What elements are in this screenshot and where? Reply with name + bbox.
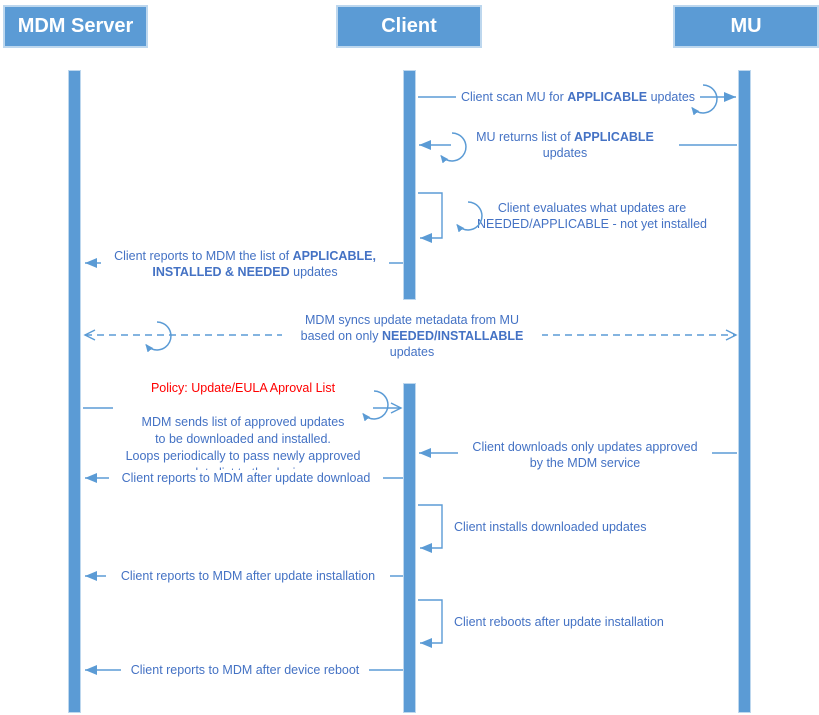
message-label-return-list: MU returns list of APPLICABLE updates xyxy=(451,129,679,161)
message-label-report-download: Client reports to MDM after update downl… xyxy=(109,470,383,486)
message-label-download: Client downloads only updates approved b… xyxy=(458,439,712,471)
actor-box-mu: MU xyxy=(673,5,819,48)
message-label-evaluate: Client evaluates what updates are NEEDED… xyxy=(463,200,721,232)
actor-label-mu: MU xyxy=(730,15,762,37)
message-label-report-list: Client reports to MDM the list of APPLIC… xyxy=(101,248,389,280)
loop-icon-scan xyxy=(692,85,717,113)
loop-icon-sync xyxy=(146,322,171,350)
policy-title-label: Policy: Update/EULA Aproval List xyxy=(150,381,336,395)
message-label-report-install: Client reports to MDM after update insta… xyxy=(106,568,390,584)
message-label-reboot: Client reboots after update installation xyxy=(450,614,668,630)
actor-label-client: Client xyxy=(381,15,437,37)
lifeline-mu xyxy=(738,70,751,713)
actor-box-mdm-server: MDM Server xyxy=(3,5,148,48)
loop-icon-return-list xyxy=(441,133,466,161)
message-line-evaluate-self xyxy=(418,192,443,243)
actor-label-mdm-server: MDM Server xyxy=(17,15,134,37)
loop-icon-policy xyxy=(363,391,388,419)
loop-icon-evaluate xyxy=(457,202,482,230)
actor-box-client: Client xyxy=(336,5,482,48)
lifeline-client-upper xyxy=(403,70,416,300)
message-label-report-reboot: Client reports to MDM after device reboo… xyxy=(121,662,369,678)
message-line-reboot-self xyxy=(418,599,443,648)
message-label-scan: Client scan MU for APPLICABLE updates xyxy=(456,89,700,105)
message-line-install-self xyxy=(418,504,443,553)
lifeline-client-lower xyxy=(403,383,416,713)
lifeline-mdm-server xyxy=(68,70,81,713)
message-label-install: Client installs downloaded updates xyxy=(450,519,651,535)
